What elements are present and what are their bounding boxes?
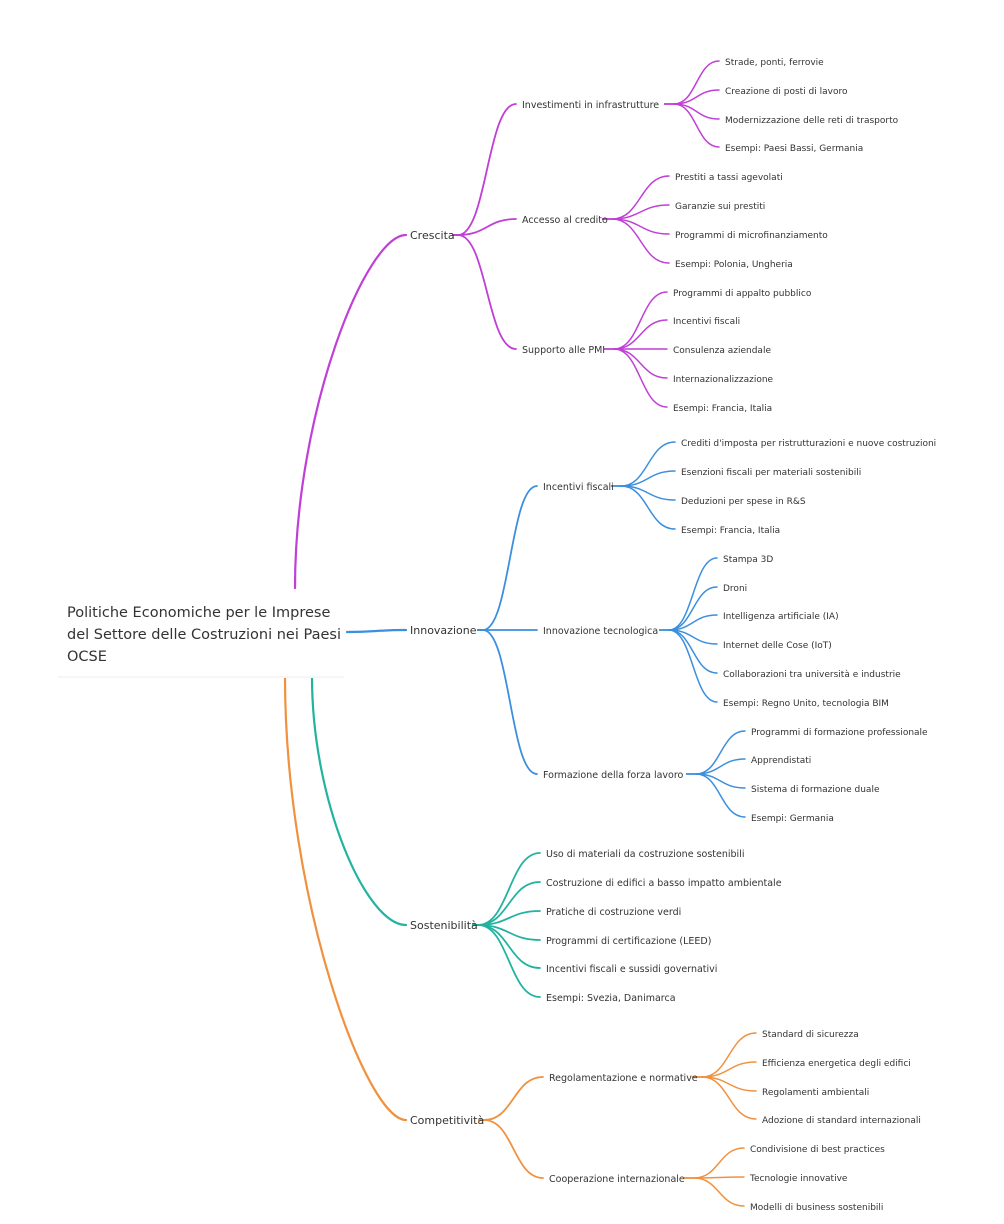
node-1-2-3[interactable]: Esempi: Germania <box>751 814 834 824</box>
connector-0-2-3 <box>613 348 668 379</box>
connector-1-0 <box>482 485 538 631</box>
node-1-2-0[interactable]: Programmi di formazione professionale <box>751 728 928 738</box>
node-1-0-1[interactable]: Esenzioni fiscali per materiali sostenib… <box>681 468 861 478</box>
root-node[interactable]: Politiche Economiche per le Imprese del … <box>56 592 346 678</box>
connector-3-0-3 <box>701 1076 757 1120</box>
node-3-0[interactable]: Regolamentazione e normative <box>549 1073 698 1084</box>
node-0-0-0[interactable]: Strade, ponti, ferrovie <box>725 58 824 68</box>
node-0-2[interactable]: Supporto alle PMI <box>522 345 605 356</box>
node-1-0[interactable]: Incentivi fiscali <box>543 482 614 493</box>
node-0-2-0[interactable]: Programmi di appalto pubblico <box>673 289 812 299</box>
connector-0-1-1 <box>611 204 670 220</box>
connector-1-0-1 <box>620 470 676 487</box>
node-0-1-0[interactable]: Prestiti a tassi agevolati <box>675 173 783 183</box>
node-0-0[interactable]: Investimenti in infrastrutture <box>522 100 659 111</box>
connector-3-0-0 <box>701 1032 757 1078</box>
node-1-0-3[interactable]: Esempi: Francia, Italia <box>681 526 780 536</box>
node-1-1-4[interactable]: Collaborazioni tra università e industri… <box>723 670 901 680</box>
node-0-2-1[interactable]: Incentivi fiscali <box>673 317 740 327</box>
connector-3-1-0 <box>693 1147 745 1179</box>
connector-1-1-0 <box>668 557 718 631</box>
connector-3-0 <box>483 1076 544 1121</box>
node-3-0-3[interactable]: Adozione di standard internazionali <box>762 1116 921 1126</box>
connector-0-1-0 <box>611 175 670 220</box>
node-0-1[interactable]: Accesso al credito <box>522 215 608 226</box>
root-title-line-2: del Settore delle Costruzioni nei Paesi <box>67 627 341 643</box>
node-3-0-1[interactable]: Efficienza energetica degli edifici <box>762 1059 911 1069</box>
node-0-2-4[interactable]: Esempi: Francia, Italia <box>673 404 772 414</box>
root-title-line-1: Politiche Economiche per le Imprese <box>67 605 330 621</box>
connector-1-1-1 <box>668 586 718 631</box>
connector-1-2-0 <box>695 730 746 775</box>
node-2-4[interactable]: Incentivi fiscali e sussidi governativi <box>546 964 717 975</box>
connector-1-2 <box>482 629 538 775</box>
branch-2-label[interactable]: Sostenibilità <box>410 919 478 932</box>
node-3-1-0[interactable]: Condivisione di best practices <box>750 1145 885 1155</box>
connector-root-3 <box>283 675 408 1122</box>
connector-0-0 <box>457 103 517 236</box>
node-2-2[interactable]: Pratiche di costruzione verdi <box>546 907 681 918</box>
node-1-2-2[interactable]: Sistema di formazione duale <box>751 785 880 795</box>
node-1-0-2[interactable]: Deduzioni per spese in R&S <box>681 497 806 507</box>
connector-root-0 <box>293 233 408 590</box>
node-0-2-3[interactable]: Internazionalizzazione <box>673 375 774 385</box>
node-2-5[interactable]: Esempi: Svezia, Danimarca <box>546 993 676 1004</box>
connector-1-0-0 <box>620 441 676 487</box>
connector-0-2 <box>457 234 517 350</box>
node-0-1-2[interactable]: Programmi di microfinanziamento <box>675 231 828 241</box>
root-node-background <box>56 592 346 678</box>
connector-layer <box>283 60 757 1207</box>
connector-0-1 <box>457 218 517 236</box>
node-1-1-0[interactable]: Stampa 3D <box>723 555 773 565</box>
node-3-0-0[interactable]: Standard di sicurezza <box>762 1030 859 1040</box>
branch-1-label[interactable]: Innovazione <box>410 624 477 637</box>
node-0-0-1[interactable]: Creazione di posti di lavoro <box>725 87 848 97</box>
connector-1-0-3 <box>620 485 676 530</box>
node-2-0[interactable]: Uso di materiali da costruzione sostenib… <box>546 849 744 860</box>
node-2-3[interactable]: Programmi di certificazione (LEED) <box>546 936 711 947</box>
connector-0-1-3 <box>611 218 670 264</box>
node-1-0-0[interactable]: Crediti d'imposta per ristrutturazioni e… <box>681 439 936 449</box>
connector-3-0-1 <box>701 1061 757 1078</box>
connector-1-1-5 <box>668 629 718 703</box>
node-3-1[interactable]: Cooperazione internazionale <box>549 1174 685 1185</box>
root-title-line-3: OCSE <box>67 649 107 665</box>
branch-3-label[interactable]: Competitività <box>410 1114 484 1127</box>
node-0-0-3[interactable]: Esempi: Paesi Bassi, Germania <box>725 144 863 154</box>
node-0-1-3[interactable]: Esempi: Polonia, Ungheria <box>675 260 793 270</box>
connector-3-1-2 <box>693 1177 745 1207</box>
node-1-1-3[interactable]: Internet delle Cose (IoT) <box>723 641 832 651</box>
connector-2-5 <box>477 924 541 998</box>
node-1-1-1[interactable]: Droni <box>723 584 747 594</box>
node-0-2-2[interactable]: Consulenza aziendale <box>673 346 771 356</box>
node-1-1-5[interactable]: Esempi: Regno Unito, tecnologia BIM <box>723 699 889 709</box>
connector-0-2-4 <box>613 348 668 408</box>
node-0-1-1[interactable]: Garanzie sui prestiti <box>675 202 765 212</box>
node-1-1[interactable]: Innovazione tecnologica <box>543 626 658 637</box>
connector-2-0 <box>477 852 541 926</box>
connector-0-2-0 <box>613 291 668 350</box>
node-0-0-2[interactable]: Modernizzazione delle reti di trasporto <box>725 116 899 126</box>
node-3-1-1[interactable]: Tecnologie innovative <box>749 1174 848 1184</box>
connector-2-1 <box>477 881 541 926</box>
branch-0-label[interactable]: Crescita <box>410 229 455 242</box>
connector-0-0-0 <box>673 60 720 105</box>
node-1-2-1[interactable]: Apprendistati <box>751 756 811 766</box>
connector-0-0-3 <box>673 103 720 148</box>
connector-0-2-1 <box>613 319 668 350</box>
node-1-1-2[interactable]: Intelligenza artificiale (IA) <box>723 612 839 622</box>
node-2-1[interactable]: Costruzione di edifici a basso impatto a… <box>546 878 782 889</box>
connector-1-2-3 <box>695 773 746 818</box>
node-3-0-2[interactable]: Regolamenti ambientali <box>762 1088 869 1098</box>
node-1-2[interactable]: Formazione della forza lavoro <box>543 770 684 781</box>
connector-root-1 <box>345 628 408 634</box>
connector-3-1 <box>483 1119 544 1179</box>
connector-root-2 <box>310 675 408 927</box>
node-3-1-2[interactable]: Modelli di business sostenibili <box>750 1203 883 1213</box>
